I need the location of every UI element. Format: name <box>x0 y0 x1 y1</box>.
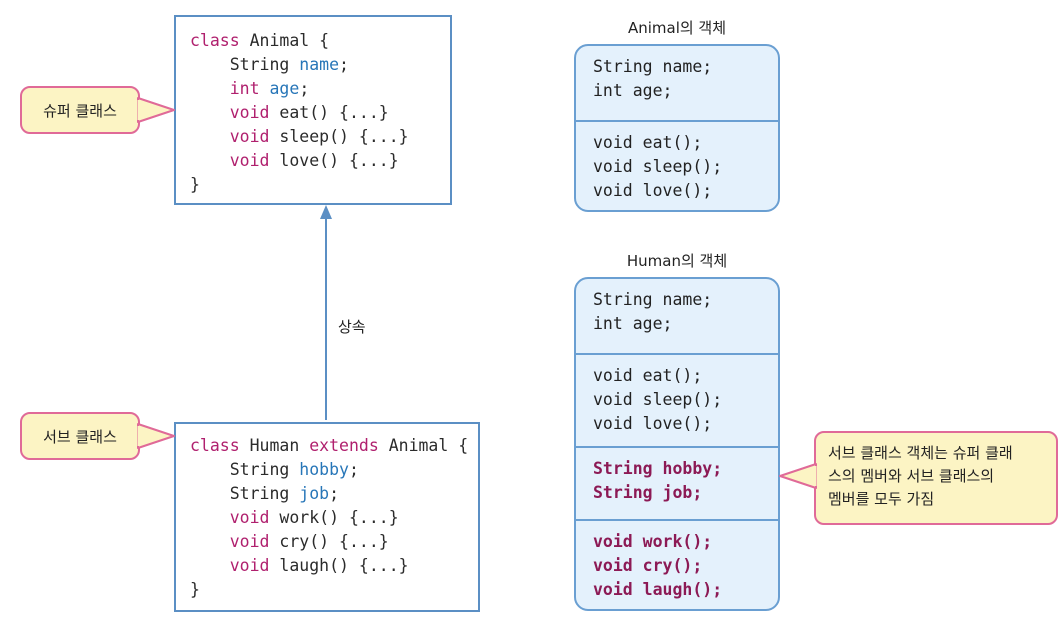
code-line: void laugh() {...} <box>190 554 468 578</box>
keyword: void <box>229 508 270 527</box>
member: int age; <box>593 81 673 100</box>
code-line: void cry() {...} <box>190 530 468 554</box>
code-line: } <box>190 175 200 194</box>
code-line: void work() {...} <box>190 506 468 530</box>
human-object-box: String name; int age; void eat(); void s… <box>574 277 780 611</box>
sub-class-callout-label: 서브 클래스 <box>43 427 117 446</box>
keyword: void <box>229 556 270 575</box>
member: String hobby; <box>593 459 723 478</box>
field-name: name <box>299 55 340 74</box>
code-text: ; <box>329 484 340 503</box>
inheritance-arrowhead <box>320 205 332 219</box>
human-methods-section: void eat(); void sleep(); void love(); <box>576 353 778 446</box>
inheritance-label: 상속 <box>338 318 366 336</box>
code-text: eat() {...} <box>269 103 389 122</box>
code-text: Animal { <box>239 31 330 50</box>
field-name: age <box>269 79 300 98</box>
animal-object-title: Animal의 객체 <box>627 19 727 37</box>
human-sub-fields-section: String hobby; String job; <box>576 446 778 519</box>
animal-methods-section: void eat(); void sleep(); void love(); <box>576 120 778 210</box>
note-line: 스의 멤버와 서브 클래스의 <box>828 467 995 485</box>
code-line: class Human extends Animal { <box>190 434 468 458</box>
human-sub-methods-section: void work(); void cry(); void laugh(); <box>576 519 778 609</box>
keyword: void <box>229 103 270 122</box>
member: void sleep(); <box>593 157 723 176</box>
keyword: void <box>229 532 270 551</box>
code-text: String <box>229 55 300 74</box>
member: void love(); <box>593 414 713 433</box>
field-name: job <box>299 484 330 503</box>
code-text: laugh() {...} <box>269 556 409 575</box>
code-line: class Animal { <box>190 29 409 53</box>
keyword: class <box>190 436 240 455</box>
code-text: Animal { <box>378 436 469 455</box>
code-text: work() {...} <box>269 508 399 527</box>
animal-object-box: String name; int age; void eat(); void s… <box>574 44 780 212</box>
keyword: int <box>229 79 260 98</box>
human-fields-section: String name; int age; <box>576 279 778 353</box>
code-line: String job; <box>190 482 468 506</box>
sub-class-code: class Human extends Animal { String hobb… <box>190 434 468 602</box>
inheritance-note-callout: 서브 클래스 객체는 슈퍼 클래 스의 멤버와 서브 클래스의 멤버를 모두 가… <box>814 431 1058 525</box>
human-object-title: Human의 객체 <box>626 252 728 270</box>
code-text: ; <box>299 79 310 98</box>
animal-fields-section: String name; int age; <box>576 46 778 120</box>
member: String name; <box>593 290 713 309</box>
member: void cry(); <box>593 556 703 575</box>
code-text: Human <box>239 436 310 455</box>
code-text: sleep() {...} <box>269 127 409 146</box>
code-line: String name; <box>190 53 409 77</box>
note-line: 서브 클래스 객체는 슈퍼 클래 <box>828 444 1013 462</box>
member: void laugh(); <box>593 580 723 599</box>
member: void sleep(); <box>593 390 723 409</box>
keyword: class <box>190 31 240 50</box>
code-text: ; <box>339 55 349 74</box>
sub-class-code-box: class Human extends Animal { String hobb… <box>174 422 480 612</box>
super-class-callout: 슈퍼 클래스 <box>20 86 140 134</box>
super-class-code-box: class Animal { String name; int age; voi… <box>174 15 452 205</box>
member: String job; <box>593 483 703 502</box>
super-class-callout-label: 슈퍼 클래스 <box>43 101 117 120</box>
note-line: 멤버를 모두 가짐 <box>828 490 935 508</box>
sub-class-callout: 서브 클래스 <box>20 412 140 460</box>
extends-keyword: extends <box>309 436 379 455</box>
code-line: void sleep() {...} <box>190 125 409 149</box>
code-text: String <box>229 484 300 503</box>
super-class-code: class Animal { String name; int age; voi… <box>190 29 409 197</box>
code-text: love() {...} <box>269 151 399 170</box>
member: void work(); <box>593 532 713 551</box>
member: int age; <box>593 314 673 333</box>
member: String name; <box>593 57 713 76</box>
code-text: ; <box>348 460 359 479</box>
code-text: cry() {...} <box>269 532 389 551</box>
keyword: void <box>229 151 270 170</box>
code-text: String <box>229 460 300 479</box>
code-line: void love() {...} <box>190 149 409 173</box>
code-line: } <box>190 580 200 599</box>
member: void eat(); <box>593 133 703 152</box>
code-line: String hobby; <box>190 458 468 482</box>
code-line: int age; <box>190 77 409 101</box>
keyword: void <box>229 127 270 146</box>
field-name: hobby <box>299 460 349 479</box>
member: void eat(); <box>593 366 703 385</box>
code-line: void eat() {...} <box>190 101 409 125</box>
member: void love(); <box>593 181 713 200</box>
